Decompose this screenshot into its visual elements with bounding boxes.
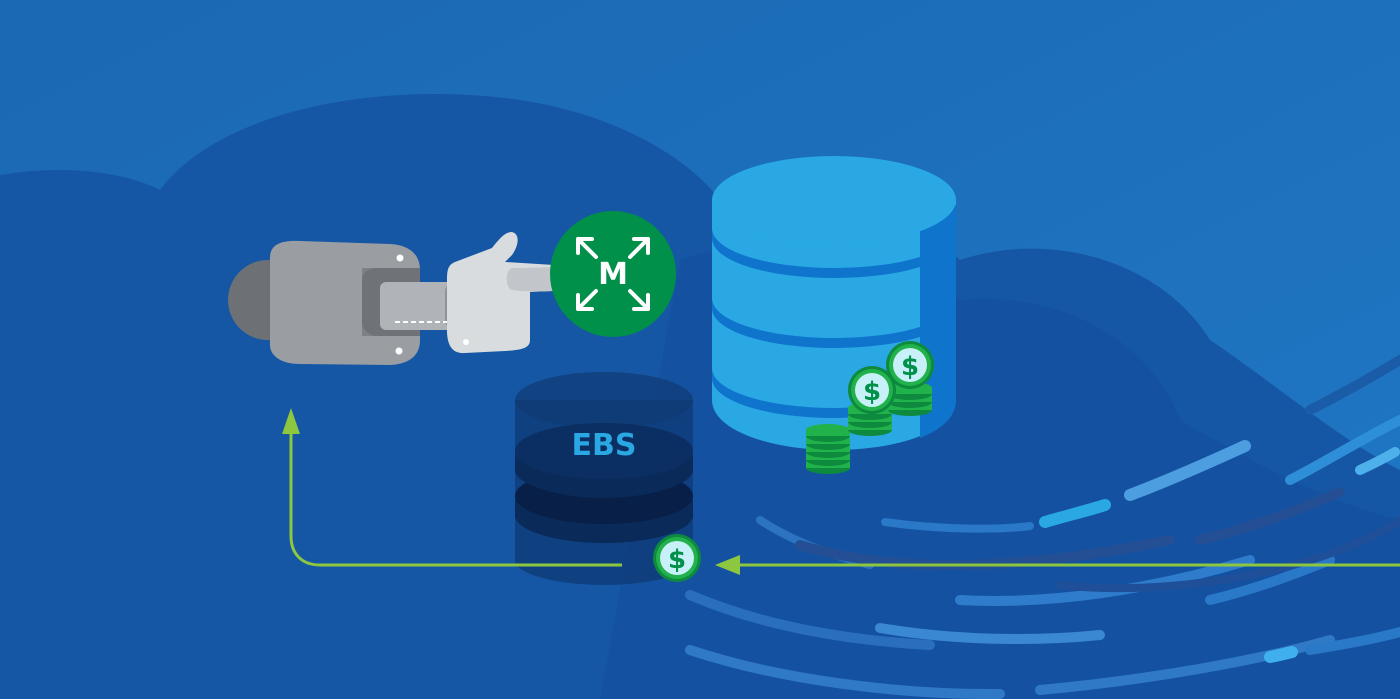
dollar-coin-icon: $ xyxy=(653,534,701,582)
expand-arrows-badge-icon: M xyxy=(550,211,676,337)
coin-symbol: $ xyxy=(863,377,881,407)
ebs-label: EBS xyxy=(572,428,637,463)
decorative-streaks xyxy=(685,355,1400,699)
badge-letter: M xyxy=(598,257,628,292)
dollar-coin-icon: $ xyxy=(848,366,896,414)
coin-symbol: $ xyxy=(668,545,686,575)
flow-arrow-up-icon xyxy=(282,408,622,567)
ebs-volume-icon: EBS xyxy=(515,372,693,585)
flow-arrow-left-icon xyxy=(715,555,1400,575)
dollar-coin-icon: $ xyxy=(886,341,934,389)
camera-device-icon xyxy=(228,240,470,365)
coin-symbol: $ xyxy=(901,352,919,382)
